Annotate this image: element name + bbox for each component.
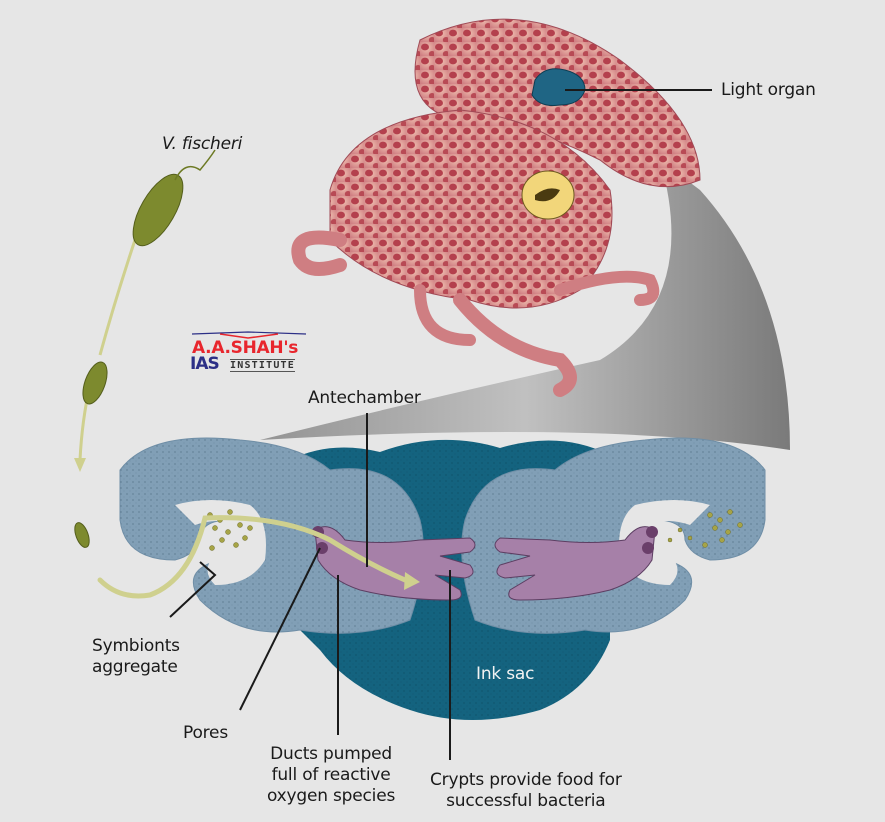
- flow-arrow-head: [404, 572, 420, 590]
- label-line: aggregate: [92, 657, 178, 677]
- label-line: Symbionts: [92, 636, 180, 656]
- leader-pores: [239, 547, 321, 711]
- bacteria-path-arrow: [78, 239, 137, 461]
- flow-arrow: [97, 515, 408, 599]
- label-ink-sac: Ink sac: [476, 664, 535, 684]
- label-pores: Pores: [183, 723, 228, 743]
- squid-arm: [554, 270, 660, 306]
- bacterium-medium: [82, 361, 108, 405]
- label-light-organ: Light organ: [721, 80, 816, 100]
- logo-swoosh-icon: [191, 331, 307, 339]
- symbiont-cluster-right: [667, 509, 743, 548]
- squid-arm: [453, 293, 577, 397]
- label-ducts: Ducts pumped full of reactive oxygen spe…: [267, 744, 395, 807]
- right-ducts: [494, 526, 658, 601]
- squid-head: [329, 109, 613, 309]
- watermark-logo: A.A.SHAH's IAS INSTITUTE: [190, 328, 308, 374]
- label-antechamber: Antechamber: [308, 388, 421, 408]
- left-tissue-cavity: [175, 500, 266, 585]
- bacterium-large: [132, 149, 216, 247]
- label-line: Crypts provide food for: [430, 770, 622, 790]
- leader-symbionts: [169, 561, 217, 618]
- label-crypts: Crypts provide food for successful bacte…: [430, 770, 622, 812]
- squid-arm: [414, 284, 476, 346]
- bacterium-small: [74, 522, 90, 548]
- label-symbionts-aggregate: Symbionts aggregate: [92, 636, 180, 678]
- label-line: oxygen species: [267, 786, 396, 806]
- leader-lines: [169, 89, 712, 760]
- logo-ias: IAS: [190, 354, 220, 374]
- logo-line-1: A.A.SHAH's: [192, 338, 299, 358]
- logo-institute: INSTITUTE: [230, 359, 295, 372]
- squid-illustration: [291, 18, 701, 397]
- label-v-fischeri: V. fischeri: [162, 134, 243, 154]
- squid-arm: [291, 230, 347, 276]
- label-line: full of reactive: [271, 765, 391, 785]
- label-line: Ducts pumped: [270, 744, 393, 764]
- zoom-cone: [260, 160, 790, 450]
- label-line: successful bacteria: [446, 791, 606, 811]
